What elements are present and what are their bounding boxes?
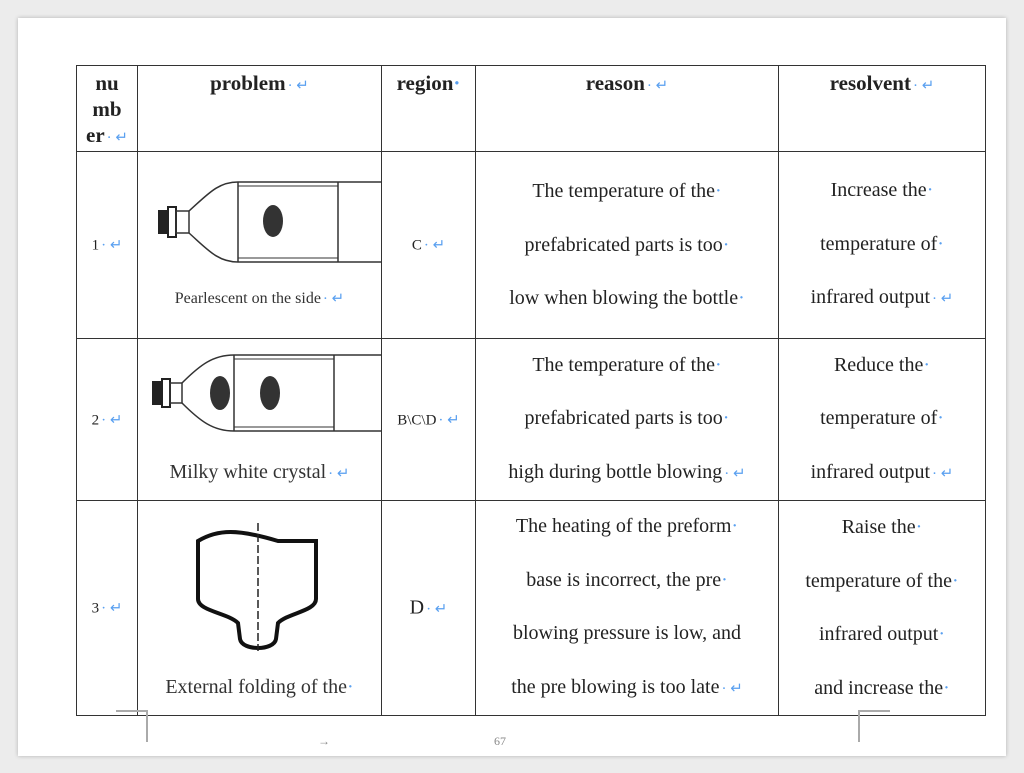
row-number: 3	[92, 601, 123, 617]
header-number-line: nu	[95, 71, 119, 95]
resolvent-line: Increase the	[779, 164, 985, 218]
problem-caption: External folding of the	[165, 676, 353, 698]
problem-caption: Pearlescent on the side	[175, 290, 345, 307]
bottle-milky-image	[152, 354, 382, 432]
reason-line: prefabricated parts is too	[476, 218, 778, 272]
reason-line: the pre blowing is too late	[476, 661, 778, 717]
problem-caption: Milky white crystal	[170, 461, 350, 483]
resolvent-line: Reduce the	[779, 338, 985, 392]
page-number: 67	[494, 734, 506, 748]
left-margin-marker	[116, 710, 148, 742]
region-value: D	[410, 597, 448, 619]
reason-line: low when blowing the bottle	[476, 272, 778, 326]
reason-line: The temperature of the	[476, 165, 778, 219]
resolvent-line: temperature of the	[779, 555, 985, 609]
resolvent-line: infrared output	[779, 608, 985, 662]
preform-base-image	[196, 523, 318, 651]
problem-cell: Milky white crystal	[137, 338, 382, 501]
resolvent-line: Raise the	[779, 501, 985, 555]
table-row: 2 Milky white crystal B\C\D The temperat…	[76, 338, 986, 501]
header-number-line: mb	[92, 97, 122, 121]
header-label: resolvent	[830, 71, 935, 95]
problem-cell: Pearlescent on the side	[137, 151, 382, 339]
row-number: 2	[92, 412, 123, 428]
reason-line: The heating of the preform	[476, 500, 778, 554]
resolvent-line: temperature of	[779, 392, 985, 446]
reason-line: base is incorrect, the pre	[476, 554, 778, 608]
problem-cell: External folding of the	[137, 500, 382, 716]
bottle-pearlescent-image	[158, 181, 382, 263]
row-number: 1	[92, 238, 123, 254]
header-region: region	[381, 65, 476, 152]
header-label: problem	[210, 71, 309, 95]
region-value: C	[412, 238, 445, 254]
resolvent-line: and increase the	[779, 662, 985, 716]
resolvent-line: infrared output	[779, 445, 985, 501]
header-resolvent: resolvent	[778, 65, 986, 152]
reason-line: high during bottle blowing	[476, 445, 778, 501]
region-value: B\C\D	[397, 412, 460, 428]
header-problem: problem	[137, 65, 382, 152]
reason-line: blowing pressure is low, and	[512, 622, 742, 644]
header-reason: reason	[475, 65, 779, 152]
reason-line: prefabricated parts is too	[476, 392, 778, 446]
header-label: reason	[586, 71, 668, 95]
reason-line: The temperature of the	[476, 338, 778, 392]
resolvent-line: temperature of	[779, 217, 985, 271]
right-margin-marker	[858, 710, 890, 742]
resolvent-line: infrared output	[779, 271, 985, 327]
header-label: region	[397, 71, 461, 95]
tab-arrow-icon: →	[318, 734, 330, 748]
header-number-line: er	[86, 123, 128, 147]
table-row: 1 Pearlescent on the side C The temperat…	[76, 151, 986, 339]
table-row: 3 External folding of the D The heating …	[76, 500, 986, 717]
